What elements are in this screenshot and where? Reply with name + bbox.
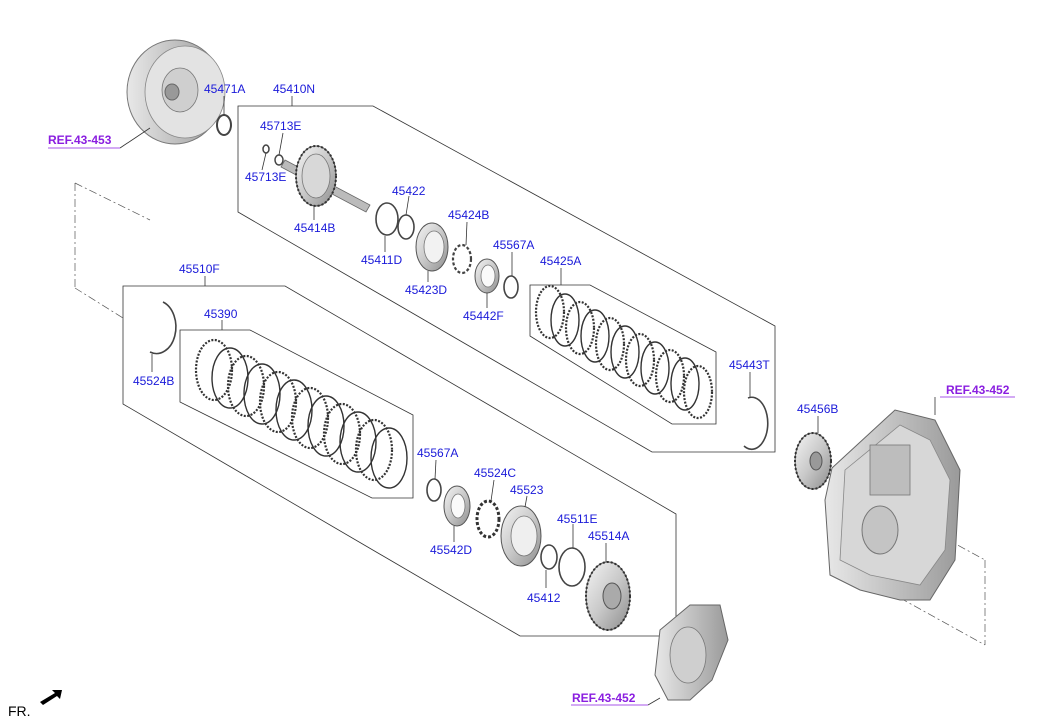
label-45542D: 45542D xyxy=(430,543,473,557)
label-45412: 45412 xyxy=(527,591,561,605)
label-45422: 45422 xyxy=(392,184,426,198)
part-45456B xyxy=(794,432,832,490)
label-45567A-b: 45567A xyxy=(417,446,459,460)
part-45542D xyxy=(443,485,471,527)
label-45390: 45390 xyxy=(204,307,238,321)
label-45713E-a: 45713E xyxy=(260,119,302,133)
label-45442F: 45442F xyxy=(463,309,504,323)
label-45414B: 45414B xyxy=(294,221,336,235)
ref-link-43-453[interactable]: REF.43-453 xyxy=(48,133,112,147)
part-45567A-a xyxy=(503,275,519,299)
part-45414B xyxy=(280,145,371,213)
label-45511E: 45511E xyxy=(557,512,598,526)
part-45567A-b xyxy=(426,478,442,502)
label-45456B: 45456B xyxy=(797,402,839,416)
ref-link-43-452-bottom[interactable]: REF.43-452 xyxy=(572,691,636,705)
front-arrow-icon xyxy=(40,690,62,705)
label-45523: 45523 xyxy=(510,483,544,497)
label-45510F: 45510F xyxy=(179,262,220,276)
transmission-case-part xyxy=(824,409,961,601)
label-45713E-b: 45713E xyxy=(245,170,287,184)
part-45524B xyxy=(149,301,177,355)
label-45471A: 45471A xyxy=(204,82,246,96)
part-45511E xyxy=(558,547,586,587)
part-45442F xyxy=(474,258,500,294)
part-45412 xyxy=(540,544,558,570)
part-45514A xyxy=(585,561,631,631)
label-45524C: 45524C xyxy=(474,466,517,480)
ref-link-43-452-top[interactable]: REF.43-452 xyxy=(946,383,1010,397)
part-45424B xyxy=(451,243,473,275)
torque-converter-part xyxy=(126,39,226,145)
part-45411D xyxy=(375,202,399,236)
group-outline-45410N xyxy=(237,105,776,453)
label-45567A-a: 45567A xyxy=(493,238,535,252)
part-45713E-b xyxy=(274,154,284,166)
group-outline-45425A xyxy=(529,284,717,425)
group-outline-45390 xyxy=(179,329,414,499)
label-45514A: 45514A xyxy=(588,529,630,543)
rear-cover-part xyxy=(654,604,729,701)
label-45411D: 45411D xyxy=(361,253,403,267)
label-45443T: 45443T xyxy=(729,358,770,372)
label-45410N: 45410N xyxy=(273,82,316,96)
part-45443T xyxy=(743,396,769,451)
part-45524C xyxy=(475,499,501,539)
front-direction-label: FR. xyxy=(8,703,31,719)
center-line-left xyxy=(74,182,151,221)
part-45523 xyxy=(500,505,542,567)
label-45425A: 45425A xyxy=(540,254,582,268)
part-45713E-a xyxy=(262,144,270,154)
part-45422 xyxy=(397,214,415,240)
part-45425A-clutch-pack xyxy=(534,284,714,420)
label-45524B: 45524B xyxy=(133,374,175,388)
part-45423D xyxy=(415,222,449,272)
label-45423D: 45423D xyxy=(405,283,448,297)
part-45390-clutch-pack xyxy=(194,338,408,489)
label-45424B: 45424B xyxy=(448,208,490,222)
part-45471A xyxy=(216,114,232,136)
center-line-right xyxy=(929,529,986,561)
